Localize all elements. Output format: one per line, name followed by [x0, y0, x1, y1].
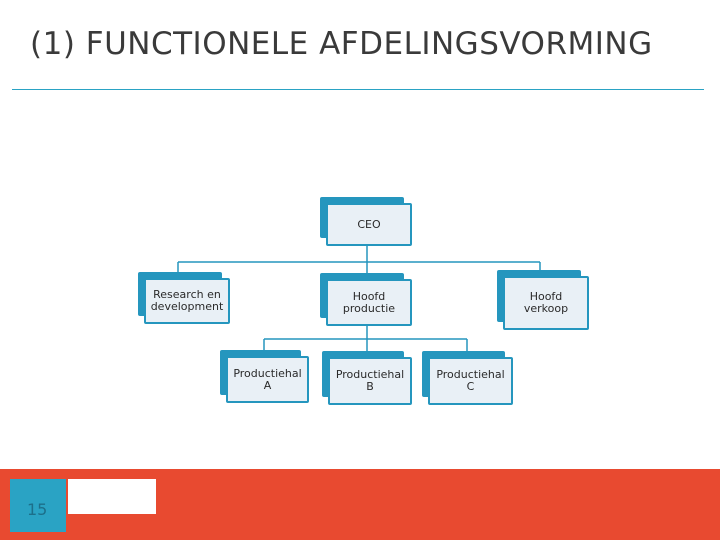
page-number-tile	[10, 479, 66, 532]
org-node-ceo[interactable]: CEO	[320, 197, 412, 246]
footer-white-box	[68, 479, 156, 514]
slide-title: (1) FUNCTIONELE AFDELINGSVORMING	[30, 26, 653, 62]
org-node-production-head[interactable]: Hoofd productie	[320, 273, 412, 326]
org-node-sales-head-label: Hoofd verkoop	[503, 276, 589, 330]
org-node-ceo-label: CEO	[326, 203, 412, 246]
org-node-hall-c-label: Productiehal C	[428, 357, 513, 405]
title-divider	[12, 89, 704, 90]
org-node-sales-head[interactable]: Hoofd verkoop	[497, 270, 589, 330]
org-node-production-head-label: Hoofd productie	[326, 279, 412, 326]
org-node-research[interactable]: Research en development	[138, 272, 230, 324]
page-number: 15	[27, 500, 48, 519]
org-node-hall-b-label: Productiehal B	[328, 357, 412, 405]
org-node-hall-c[interactable]: Productiehal C	[422, 351, 513, 405]
org-node-hall-a[interactable]: Productiehal A	[220, 350, 309, 403]
org-node-hall-b[interactable]: Productiehal B	[322, 351, 412, 405]
org-node-research-label: Research en development	[144, 278, 230, 324]
org-node-hall-a-label: Productiehal A	[226, 356, 309, 403]
